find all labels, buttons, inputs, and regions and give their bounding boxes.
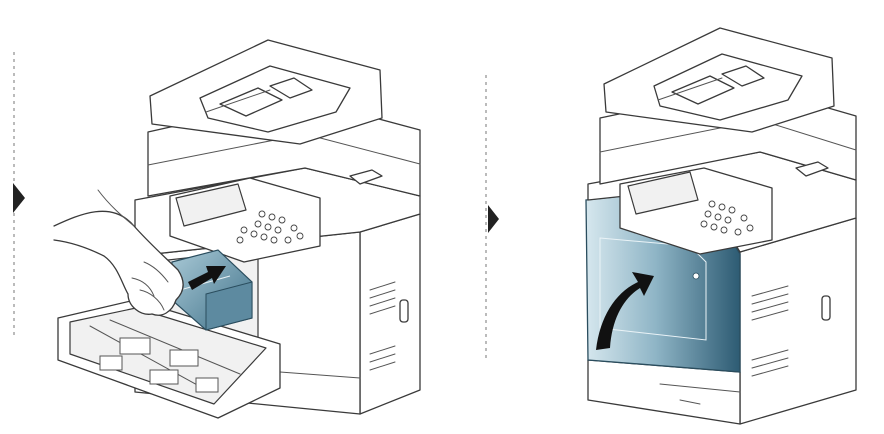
hand-icon xyxy=(53,189,184,316)
step-arrow-icon xyxy=(488,205,499,233)
printer-open-door xyxy=(53,39,421,419)
close-door-arrow-icon xyxy=(596,272,654,350)
insert-arrow-icon xyxy=(188,266,226,290)
step-arrow-icon xyxy=(13,183,25,213)
toner-cartridge xyxy=(171,249,253,331)
printer-closed-door xyxy=(585,27,857,425)
